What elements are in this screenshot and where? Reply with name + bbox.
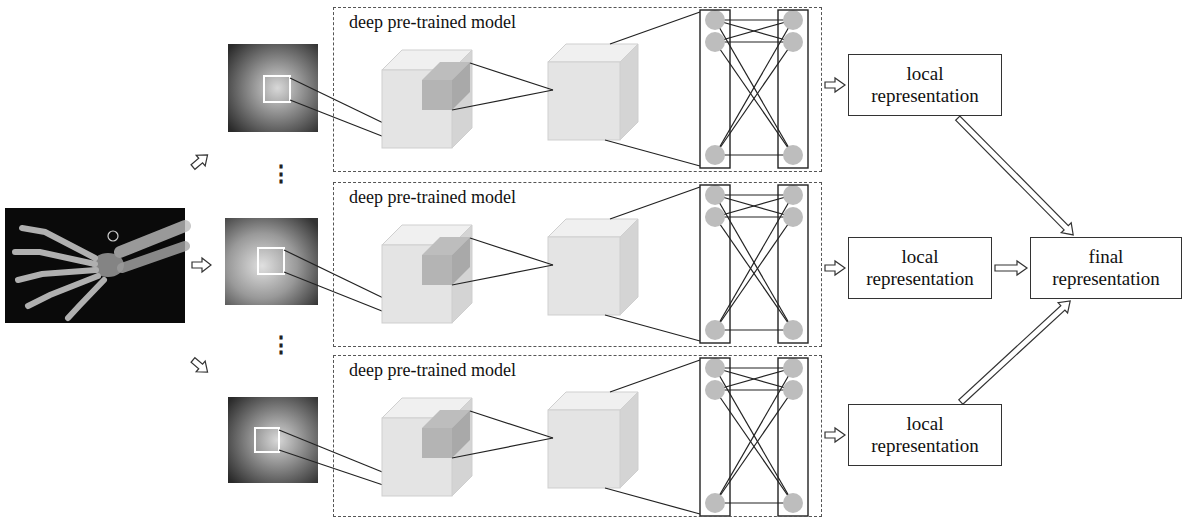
hollow-arrow bbox=[995, 261, 1027, 275]
box-label: final representation bbox=[1039, 246, 1173, 290]
cnn-model bbox=[382, 185, 808, 343]
model-group: deep pre-trained model bbox=[333, 182, 822, 347]
model-group: deep pre-trained model bbox=[333, 7, 822, 172]
representation-box: final representation bbox=[1030, 237, 1182, 299]
hollow-arrow bbox=[825, 78, 845, 92]
xray-image bbox=[5, 208, 185, 323]
hollow-arrow bbox=[189, 149, 213, 377]
ellipsis-mark: ⋮ bbox=[270, 163, 292, 185]
group-title: deep pre-trained model bbox=[349, 360, 516, 381]
model-group: deep pre-trained model bbox=[333, 355, 822, 517]
hollow-arrow bbox=[956, 116, 1074, 235]
representation-box: local representation bbox=[848, 404, 1002, 466]
box-label: local representation bbox=[857, 246, 983, 290]
representation-box: local representation bbox=[848, 54, 1002, 116]
xray-patch bbox=[225, 44, 318, 483]
ellipsis-mark: ⋮ bbox=[270, 334, 292, 356]
hollow-arrow bbox=[825, 428, 845, 442]
box-label: local representation bbox=[857, 413, 993, 457]
group-title: deep pre-trained model bbox=[349, 12, 516, 33]
hollow-arrow bbox=[959, 301, 1070, 404]
group-title: deep pre-trained model bbox=[349, 187, 516, 208]
hollow-arrow bbox=[825, 261, 845, 275]
cnn-model bbox=[382, 10, 808, 168]
representation-box: local representation bbox=[848, 237, 992, 299]
cnn-model bbox=[382, 358, 808, 516]
box-label: local representation bbox=[857, 63, 993, 107]
